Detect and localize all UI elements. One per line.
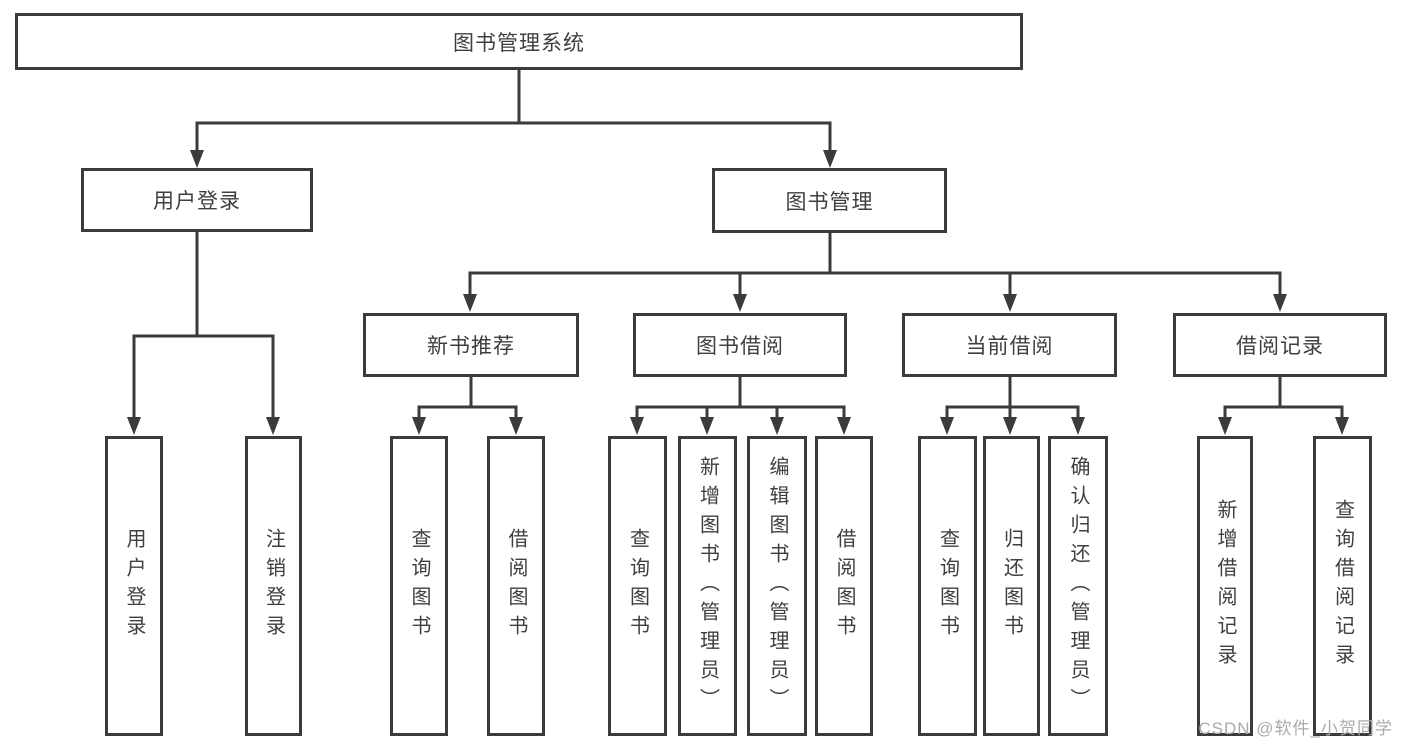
arrowhead bbox=[837, 417, 851, 435]
arrowhead bbox=[1335, 417, 1349, 435]
leaf-label: 查询借阅记录 bbox=[1331, 499, 1354, 673]
leaf-label: 查询图书 bbox=[626, 528, 649, 644]
arrowhead bbox=[823, 150, 837, 168]
leaf-label: 查询图书 bbox=[408, 528, 430, 644]
node-library-management-system: 图书管理系统 bbox=[15, 13, 1023, 70]
leaf-label: 新增图书（管理员） bbox=[696, 455, 719, 717]
leaf-borrow-books-recommend: 借阅图书 bbox=[487, 436, 545, 736]
arrowhead bbox=[630, 417, 644, 435]
arrowhead bbox=[509, 417, 523, 435]
arrowhead bbox=[770, 417, 784, 435]
arrowhead bbox=[733, 294, 747, 312]
node-borrowing-records: 借阅记录 bbox=[1173, 313, 1387, 377]
leaf-add-books-admin: 新增图书（管理员） bbox=[678, 436, 737, 736]
leaf-label: 注销登录 bbox=[262, 528, 285, 644]
leaf-label: 借阅图书 bbox=[833, 528, 855, 644]
connector-book-management-children bbox=[463, 233, 1287, 312]
arrowhead bbox=[1273, 294, 1287, 312]
leaf-label: 查询图书 bbox=[936, 528, 959, 644]
connector-borrow-records-children bbox=[1218, 377, 1349, 435]
node-new-book-recommend: 新书推荐 bbox=[363, 313, 579, 377]
arrowhead bbox=[1003, 417, 1017, 435]
node-book-borrowing: 图书借阅 bbox=[633, 313, 847, 377]
leaf-return-books: 归还图书 bbox=[983, 436, 1040, 736]
leaf-query-books-current: 查询图书 bbox=[918, 436, 977, 736]
node-user-login: 用户登录 bbox=[81, 168, 313, 232]
connector-book-borrow-children bbox=[630, 377, 851, 435]
leaf-logout: 注销登录 bbox=[245, 436, 302, 736]
csdn-watermark: CSDN @软件_小贺同学 bbox=[1198, 719, 1393, 738]
arrowhead bbox=[1218, 417, 1232, 435]
arrowhead bbox=[266, 417, 280, 435]
arrowhead bbox=[700, 417, 714, 435]
connector-current-borrow-children bbox=[940, 377, 1085, 435]
leaf-label: 编辑图书（管理员） bbox=[766, 455, 788, 717]
connector-user-login-children bbox=[127, 232, 280, 435]
leaf-query-books-borrowing: 查询图书 bbox=[608, 436, 667, 736]
arrowhead bbox=[412, 417, 426, 435]
arrowhead bbox=[1071, 417, 1085, 435]
arrowhead bbox=[940, 417, 954, 435]
arrowhead bbox=[127, 417, 141, 435]
arrowhead bbox=[190, 150, 204, 168]
connector-new-book-children bbox=[412, 377, 523, 435]
node-current-borrowing: 当前借阅 bbox=[902, 313, 1117, 377]
leaf-label: 借阅图书 bbox=[505, 528, 527, 644]
leaf-edit-books-admin: 编辑图书（管理员） bbox=[747, 436, 807, 736]
arrowhead bbox=[463, 294, 477, 312]
leaf-label: 归还图书 bbox=[1000, 528, 1023, 644]
leaf-label: 新增借阅记录 bbox=[1214, 499, 1236, 673]
connector-root-to-level2 bbox=[190, 70, 837, 168]
leaf-confirm-return-admin: 确认归还（管理员） bbox=[1048, 436, 1108, 736]
leaf-borrow-books: 借阅图书 bbox=[815, 436, 873, 736]
leaf-add-borrow-record: 新增借阅记录 bbox=[1197, 436, 1253, 736]
leaf-user-login: 用户登录 bbox=[105, 436, 163, 736]
leaf-query-books-recommend: 查询图书 bbox=[390, 436, 448, 736]
arrowhead bbox=[1003, 294, 1017, 312]
leaf-label: 确认归还（管理员） bbox=[1067, 455, 1089, 717]
leaf-label: 用户登录 bbox=[123, 528, 145, 644]
leaf-query-borrow-record: 查询借阅记录 bbox=[1313, 436, 1372, 736]
node-book-management: 图书管理 bbox=[712, 168, 947, 233]
